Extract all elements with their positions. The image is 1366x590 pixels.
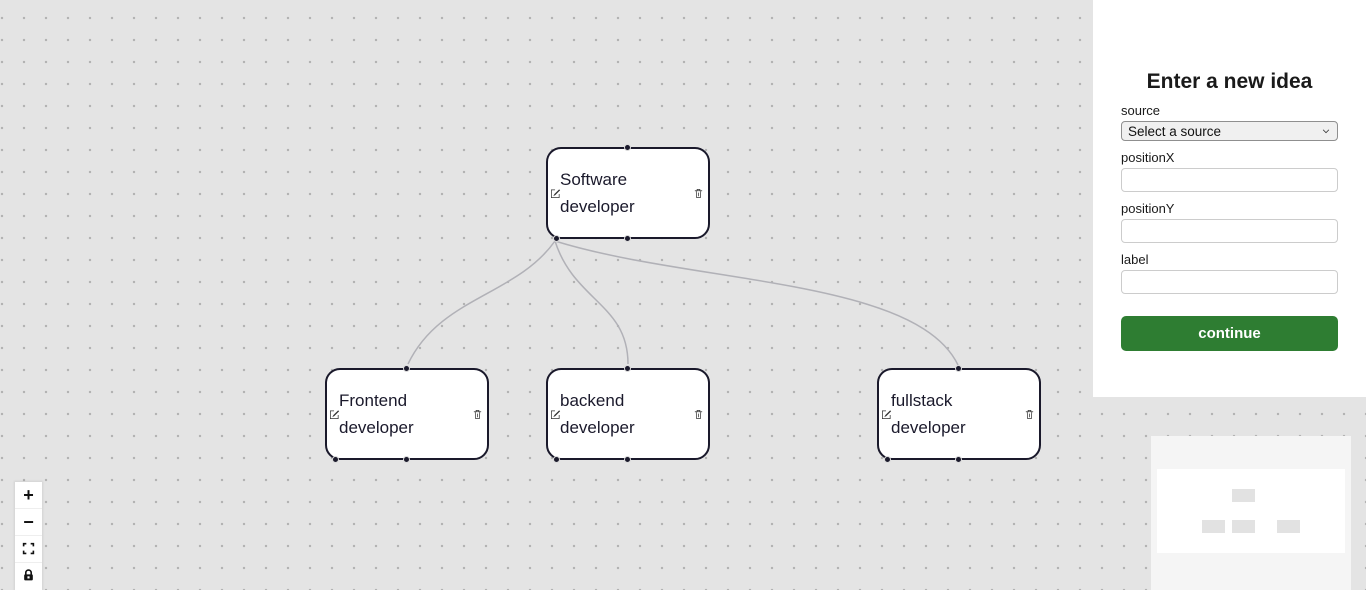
zoom-in-button[interactable]: +	[15, 482, 42, 509]
position-y-label: positionY	[1121, 201, 1175, 216]
node-label: Software developer	[560, 170, 635, 216]
delete-node-icon[interactable]	[1023, 408, 1035, 420]
minimap-viewport[interactable]	[1157, 469, 1345, 553]
edge-root-backend[interactable]	[554, 240, 629, 365]
edge-root-fullstack[interactable]	[554, 240, 959, 366]
node-handle-top[interactable]	[403, 365, 410, 372]
edit-node-icon[interactable]	[880, 408, 892, 420]
edit-node-icon[interactable]	[549, 408, 561, 420]
node-handle-top[interactable]	[955, 365, 962, 372]
node-handle-top[interactable]	[624, 365, 631, 372]
minimap-node	[1277, 520, 1300, 533]
node-label: Frontend developer	[339, 391, 414, 437]
node-handle-bottom-left[interactable]	[553, 235, 560, 242]
fit-view-button[interactable]	[15, 536, 42, 563]
fit-view-icon	[22, 539, 35, 560]
label-input[interactable]	[1121, 270, 1338, 294]
minimap-node	[1202, 520, 1225, 533]
node-handle-bottom-left[interactable]	[884, 456, 891, 463]
minimap-node	[1232, 489, 1255, 502]
node-label: backend developer	[560, 391, 635, 437]
lock-icon	[22, 566, 35, 587]
node-handle-bottom-left[interactable]	[553, 456, 560, 463]
continue-button[interactable]: continue	[1121, 316, 1338, 351]
edit-node-icon[interactable]	[549, 187, 561, 199]
edge-root-frontend[interactable]	[407, 240, 556, 365]
position-y-input[interactable]	[1121, 219, 1338, 243]
position-x-input[interactable]	[1121, 168, 1338, 192]
minimap-node	[1232, 520, 1255, 533]
lock-interactivity-button[interactable]	[15, 563, 42, 590]
node-handle-bottom[interactable]	[955, 456, 962, 463]
source-label: source	[1121, 103, 1161, 118]
source-select-value: Select a source	[1128, 123, 1222, 139]
zoom-out-button[interactable]: −	[15, 509, 42, 536]
delete-node-icon[interactable]	[692, 187, 704, 199]
chevron-down-icon	[1321, 124, 1331, 139]
canvas-controls: + −	[15, 482, 42, 590]
node-frontend-developer[interactable]: Frontend developer	[325, 365, 489, 463]
delete-node-icon[interactable]	[692, 408, 704, 420]
minimap[interactable]	[1151, 436, 1351, 590]
panel-title: Enter a new idea	[1146, 70, 1313, 93]
node-handle-bottom[interactable]	[624, 235, 631, 242]
source-select[interactable]: Select a source	[1121, 121, 1338, 141]
node-fullstack-developer[interactable]: fullstack developer	[877, 365, 1041, 463]
node-label: fullstack developer	[891, 391, 966, 437]
new-idea-panel: Enter a new idea source Select a source …	[1093, 0, 1366, 397]
node-backend-developer[interactable]: backend developer	[546, 365, 710, 463]
node-handle-top[interactable]	[624, 144, 631, 151]
node-handle-bottom-left[interactable]	[332, 456, 339, 463]
delete-node-icon[interactable]	[471, 408, 483, 420]
node-handle-bottom[interactable]	[403, 456, 410, 463]
node-software-developer[interactable]: Software developer	[546, 144, 710, 242]
edit-node-icon[interactable]	[328, 408, 340, 420]
node-handle-bottom[interactable]	[624, 456, 631, 463]
label-label: label	[1121, 252, 1149, 267]
position-x-label: positionX	[1121, 150, 1175, 165]
